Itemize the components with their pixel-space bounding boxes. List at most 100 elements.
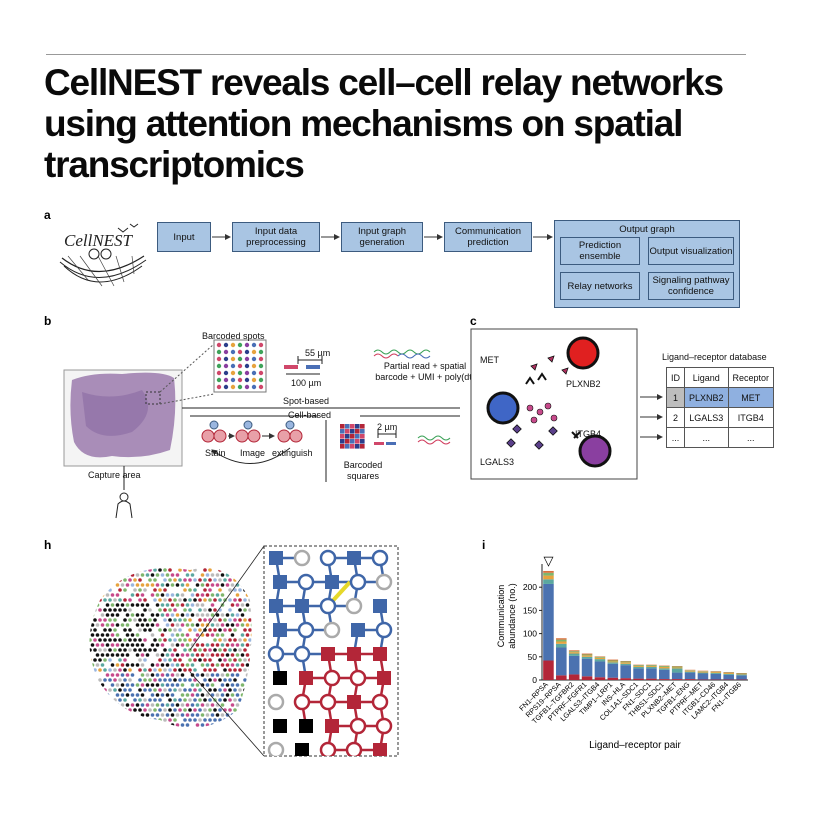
bar-segment <box>568 674 580 680</box>
tissue-spot <box>250 643 252 647</box>
tissue-spot <box>178 568 182 572</box>
tissue-spot <box>230 653 235 657</box>
tissue-spot <box>220 703 225 707</box>
tissue-spot <box>90 713 95 717</box>
tissue-spot <box>235 673 240 677</box>
output-prediction-ensemble: Prediction ensemble <box>560 237 640 265</box>
tissue-spot <box>186 733 190 737</box>
bar-segment <box>607 660 619 662</box>
tissue-spot <box>243 698 247 702</box>
tissue-spot <box>203 658 207 662</box>
tissue-spot <box>215 663 220 667</box>
tissue-spot <box>86 713 90 717</box>
tissue-spot <box>240 683 245 687</box>
tissue-spot <box>121 563 125 567</box>
bar-segment <box>736 674 747 676</box>
tissue-spot <box>115 633 120 637</box>
tissue-spot <box>148 618 152 622</box>
network-node <box>351 623 365 637</box>
tissue-spot <box>78 698 82 702</box>
tissue-spot <box>81 613 85 617</box>
tissue-spot <box>185 663 190 667</box>
barcoded-square <box>340 429 345 434</box>
tissue-spot <box>98 698 102 702</box>
tissue-spot <box>220 673 225 677</box>
tissue-spot <box>253 648 257 652</box>
bar-segment <box>646 678 657 680</box>
tissue-spot <box>158 628 162 632</box>
tissue-spot <box>175 583 180 587</box>
tissue-spot <box>188 558 192 562</box>
tissue-spot <box>183 688 187 692</box>
tissue-spot <box>196 733 200 737</box>
tissue-spot <box>220 693 225 697</box>
tissue-spot <box>218 728 222 732</box>
tissue-spot <box>178 618 182 622</box>
tissue-spot <box>243 558 247 562</box>
tissue-spot <box>93 638 97 642</box>
tissue-spot <box>130 673 135 677</box>
tissue-spot <box>178 698 182 702</box>
tissue-spot <box>146 563 150 567</box>
network-node <box>319 549 337 567</box>
tissue-spot <box>243 658 247 662</box>
tissue-spot <box>173 718 177 722</box>
tissue-spot <box>213 608 217 612</box>
tissue-spot <box>115 713 120 717</box>
tissue-spot <box>168 728 172 732</box>
bar-segment <box>633 666 644 668</box>
tissue-spot <box>170 583 175 587</box>
tissue-spot <box>173 608 177 612</box>
tissue-spot <box>143 608 147 612</box>
bar-segment <box>671 666 683 668</box>
tissue-spot <box>155 573 160 577</box>
tissue-spot <box>200 713 205 717</box>
network-node <box>321 647 335 661</box>
tissue-spot <box>138 628 142 632</box>
tissue-spot <box>123 568 127 572</box>
tissue-spot <box>91 733 95 737</box>
tissue-spot <box>160 603 165 607</box>
tissue-spot <box>250 663 252 667</box>
tissue-spot <box>205 693 210 697</box>
tissue-spot <box>121 733 125 737</box>
tissue-spot <box>140 653 145 657</box>
panel-label-h: h <box>44 538 52 552</box>
tissue-spot <box>110 573 115 577</box>
tissue-spot <box>133 618 137 622</box>
tissue-spot <box>103 638 107 642</box>
tissue-spot <box>100 643 105 647</box>
tissue-spot <box>105 583 110 587</box>
tissue-spot <box>158 588 162 592</box>
network-node <box>299 719 313 733</box>
tissue-spot <box>120 623 125 627</box>
tissue-spot <box>240 653 245 657</box>
tissue-spot <box>200 603 205 607</box>
tissue-spot <box>143 618 147 622</box>
tissue-spot <box>228 698 232 702</box>
tissue-spot <box>233 658 237 662</box>
tissue-spot <box>138 708 142 712</box>
tissue-spot <box>78 568 82 572</box>
barcoded-spot <box>216 363 222 369</box>
tissue-spot <box>93 618 97 622</box>
tissue-spot <box>145 573 150 577</box>
tissue-spot <box>150 633 155 637</box>
tissue-spot <box>168 698 172 702</box>
tissue-spot <box>105 603 110 607</box>
tissue-spot <box>208 708 212 712</box>
tissue-spot <box>98 648 102 652</box>
barcoded-spot <box>223 370 229 376</box>
tissue-spot <box>198 608 202 612</box>
tissue-spot <box>235 603 240 607</box>
tissue-spot <box>238 588 242 592</box>
tissue-spot <box>128 638 132 642</box>
tissue-spot <box>78 668 82 672</box>
tissue-spot <box>163 648 167 652</box>
bar-segment <box>556 639 567 642</box>
tissue-spot <box>163 638 167 642</box>
barcoded-spot <box>237 384 243 390</box>
network-node <box>297 573 315 591</box>
bar-segment <box>659 667 670 669</box>
bar-segment <box>543 570 554 573</box>
